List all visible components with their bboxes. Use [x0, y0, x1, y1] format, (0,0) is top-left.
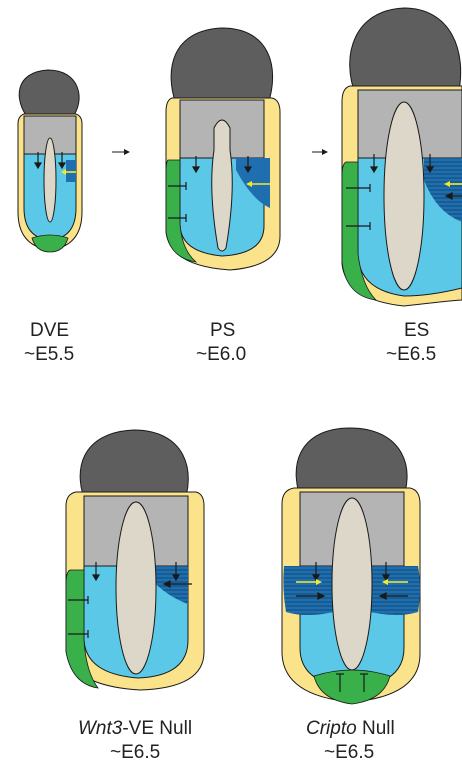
- embryo-es: [342, 8, 462, 306]
- gene-name-cripto: Cripto: [306, 718, 357, 739]
- panel-label-dve: DVE: [30, 320, 69, 341]
- nodal-domain-left: [283, 566, 334, 615]
- proamniotic-cavity: [116, 502, 156, 674]
- panel-stage-es: ~E6.5: [386, 344, 436, 365]
- proamniotic-cavity: [44, 138, 56, 222]
- dve-domain: [32, 235, 68, 252]
- panel-stage-dve: ~E5.5: [24, 344, 74, 365]
- embryo-ps: [166, 28, 280, 270]
- embryo-dve: [18, 70, 82, 252]
- extraembryonic-ectoderm: [350, 8, 461, 96]
- label-suffix: -VE Null: [122, 718, 192, 739]
- proamniotic-cavity: [384, 102, 424, 290]
- extraembryonic-ectoderm: [19, 70, 79, 118]
- transition-arrow: [312, 149, 328, 155]
- panel-stage-cripto-null: ~E6.5: [324, 742, 374, 763]
- panel-label-ps: PS: [210, 320, 235, 341]
- transition-arrow: [112, 149, 130, 155]
- panel-stage-wnt3-ve-null: ~E6.5: [110, 742, 160, 763]
- label-suffix: Null: [357, 718, 395, 739]
- panel-stage-ps: ~E6.0: [196, 344, 246, 365]
- nodal-domain-right: [370, 566, 420, 615]
- embryo-wnt3-ve-null: [66, 430, 204, 690]
- panel-label-wnt3-ve-null: Wnt3-VE Null: [78, 718, 192, 739]
- proamniotic-cavity: [332, 498, 372, 670]
- dve-domain: [314, 670, 390, 704]
- nodal-domain: [66, 160, 76, 182]
- extraembryonic-ectoderm: [171, 28, 273, 104]
- panel-label-cripto-null: Cripto Null: [306, 718, 395, 739]
- gene-name-wnt3: Wnt3: [78, 718, 123, 739]
- embryo-cripto-null: [282, 428, 420, 704]
- panel-label-es: ES: [404, 320, 429, 341]
